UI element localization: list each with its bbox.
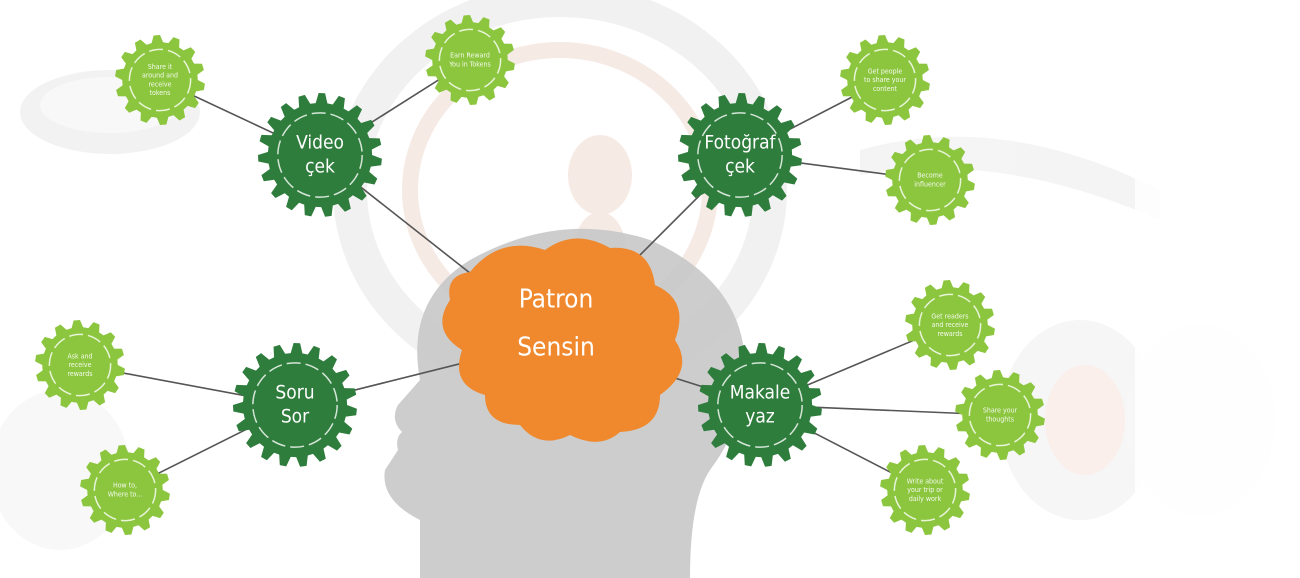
sub-gear-soru-1-label-3: rewards (67, 370, 92, 378)
sub-gear-soru-1-shape (35, 320, 125, 410)
hub-gear-soru-label-1: Soru (275, 382, 314, 404)
sub-gear-makale-1-shape (905, 280, 995, 370)
sub-gear-video-2-shape (425, 15, 515, 105)
hub-gear-video-ring (277, 112, 363, 198)
hub-gear-fotograf-shape (678, 93, 802, 217)
sub-gear-fotograf-1-label-1: Get people (868, 67, 903, 75)
sub-gear-soru-2: How to,Where to... (80, 445, 170, 535)
center-line-2: Sensin (517, 333, 595, 363)
hub-gear-makale-ring (717, 362, 803, 448)
sub-gear-fotograf-1-ring (853, 48, 917, 112)
sub-gear-makale-2-label-1: Share your (983, 407, 1018, 415)
sub-gear-video-1-label-4: tokens (150, 89, 171, 97)
hub-gear-fotograf-ring (697, 112, 783, 198)
sub-gear-soru-2-label-1: How to, (113, 482, 137, 490)
sub-gear-video-1-label-2: around and (142, 72, 178, 80)
hub-gear-video-label-1: Video (296, 132, 344, 154)
sub-gear-video-2-ring (438, 28, 502, 92)
hub-gear-makale-label-2: yaz (745, 405, 775, 427)
center-node: Patron Sensin (442, 238, 683, 442)
sub-gear-fotograf-2-ring (898, 148, 962, 212)
sub-gear-makale-2-ring (968, 383, 1032, 447)
sub-gear-makale-2-label-2: thoughts (986, 415, 1014, 423)
hub-gear-soru-shape (233, 343, 357, 467)
sub-gear-video-1-shape (115, 35, 205, 125)
center-line-1: Patron (519, 285, 594, 315)
sub-gear-fotograf-1-label-2: to share your (864, 76, 906, 84)
sub-gear-makale-3-shape (880, 445, 970, 535)
sub-gear-fotograf-2-label-2: influencer (914, 180, 946, 188)
sub-gear-fotograf-2-shape (885, 135, 975, 225)
sub-gear-makale-1-ring (918, 293, 982, 357)
sub-gear-makale-3-ring (893, 458, 957, 522)
sub-gear-video-1-label-1: Share it (148, 63, 173, 71)
sub-gear-makale-2-shape (955, 370, 1045, 460)
hub-gear-fotograf-label-2: çek (725, 155, 755, 177)
sub-gear-makale-1-label-2: and receive (932, 321, 969, 329)
hub-gear-makale-label-1: Makale (730, 382, 791, 404)
sub-gear-video-1-label-3: receive (149, 80, 172, 88)
hub-gear-makale-shape (698, 343, 822, 467)
sub-gear-makale-1-label-3: rewards (937, 330, 962, 338)
sub-gear-fotograf-2-label-1: Become (917, 172, 943, 180)
sub-gear-makale-3-label-2: your trip or (907, 486, 943, 494)
sub-gear-video-2-label-2: You in Tokens (448, 60, 491, 68)
hub-gear-soru-ring (252, 362, 338, 448)
hub-gear-video-label-2: çek (305, 155, 335, 177)
sub-gear-video-1-ring (128, 48, 192, 112)
sub-gear-makale-3-label-1: Write about (907, 477, 944, 485)
hub-gear-soru-label-2: Sor (281, 405, 310, 427)
sub-gear-makale-1-label-1: Get readers (931, 312, 968, 320)
sub-gear-soru-1-label-1: Ask and (67, 352, 92, 360)
sub-gear-fotograf-1-shape (840, 35, 930, 125)
sub-gear-soru-2-label-2: Where to... (108, 490, 143, 498)
hub-gear-video-shape (258, 93, 382, 217)
sub-gear-soru-2-shape (80, 445, 170, 535)
center-cloud (442, 238, 683, 442)
sub-gear-soru-1-ring (48, 333, 112, 397)
sub-gear-soru-1-label-2: receive (69, 361, 92, 369)
hub-gear-fotograf-label-1: Fotoğraf (704, 132, 776, 154)
sub-gear-video-2-label-1: Earn Reward (450, 52, 490, 60)
sub-gear-makale-3-label-3: daily work (909, 495, 942, 503)
sub-gear-fotograf-1-label-3: content (873, 85, 898, 93)
sub-gear-soru-2-ring (93, 458, 157, 522)
